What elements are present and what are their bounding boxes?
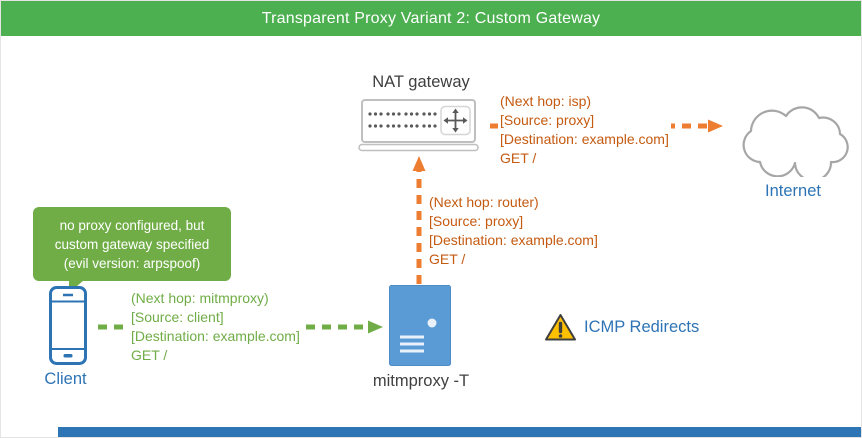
internet-label: Internet [765,182,821,200]
callout-bubble: no proxy configured, but custom gateway … [33,207,231,293]
title-banner: Transparent Proxy Variant 2: Custom Gate… [1,1,861,36]
callout-line: (evil version: arpspoof) [63,255,201,271]
packet-line: (Next hop: router) [429,194,539,210]
smartphone-icon [49,286,87,365]
mitmproxy-label: mitmproxy -T [372,372,470,390]
nat-gateway-label: NAT gateway [372,73,470,91]
packet-label-gateway-to-internet: (Next hop: isp) [Source: proxy] [Destina… [498,92,671,168]
warning-callout: ICMP Redirects [544,312,699,342]
cloud-icon [742,106,849,177]
packet-line: GET / [500,150,537,166]
callout-line: custom gateway specified [54,236,210,252]
warning-label: ICMP Redirects [584,317,700,336]
footer-accent-bar [58,427,861,437]
packet-line: [Source: client] [131,309,224,325]
packet-line: (Next hop: isp) [500,93,592,109]
packet-label-client-to-proxy: (Next hop: mitmproxy) [Source: client] [… [129,289,302,365]
router-switch-icon [358,99,479,152]
packet-line: [Destination: example.com] [429,232,598,248]
client-label: Client [44,370,87,388]
packet-label-proxy-to-gateway: (Next hop: router) [Source: proxy] [Dest… [427,193,600,269]
callout-line: no proxy configured, but [59,217,205,233]
packet-line: [Source: proxy] [429,213,524,229]
packet-line: [Destination: example.com] [131,328,300,344]
server-icon [389,285,451,366]
packet-line: GET / [429,251,466,267]
packet-line: GET / [131,347,168,363]
packet-line: [Source: proxy] [500,112,595,128]
slide-title: Transparent Proxy Variant 2: Custom Gate… [261,9,601,27]
warning-triangle-icon [545,314,576,341]
packet-line: (Next hop: mitmproxy) [131,290,269,306]
packet-line: [Destination: example.com] [500,131,669,147]
